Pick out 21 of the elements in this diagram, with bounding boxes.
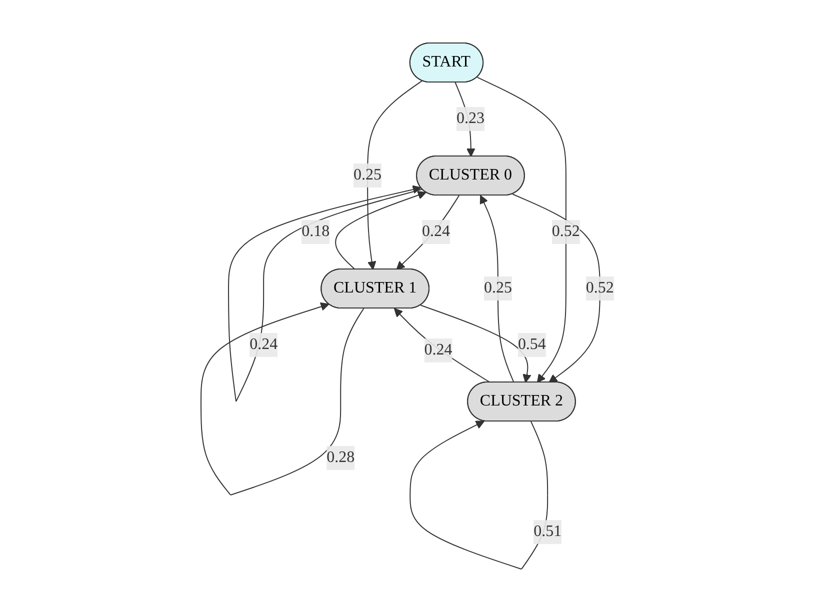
edge-label: 0.25 (354, 166, 382, 184)
arrow (200, 302, 364, 496)
arrow (476, 77, 566, 384)
edge-label: 0.24 (422, 223, 450, 240)
arrow (394, 308, 491, 384)
edge-label: 0.52 (552, 223, 580, 240)
edge-label: 0.25 (484, 280, 512, 297)
arrow (335, 191, 426, 270)
edge-label: 0.23 (456, 110, 485, 128)
edge-label: 0.18 (302, 223, 330, 240)
arrow (420, 305, 532, 384)
arrow (396, 195, 460, 270)
arrow (480, 195, 514, 384)
edge-label: 0.24 (250, 336, 278, 354)
edge-label: 0.54 (518, 336, 546, 354)
edge-label: 0.24 (424, 342, 452, 359)
edge-label: 0.51 (534, 523, 562, 540)
arrow (367, 80, 423, 270)
edge-label: 0.52 (586, 280, 614, 297)
arrow (512, 194, 600, 384)
edge-label: 0.28 (326, 449, 355, 466)
